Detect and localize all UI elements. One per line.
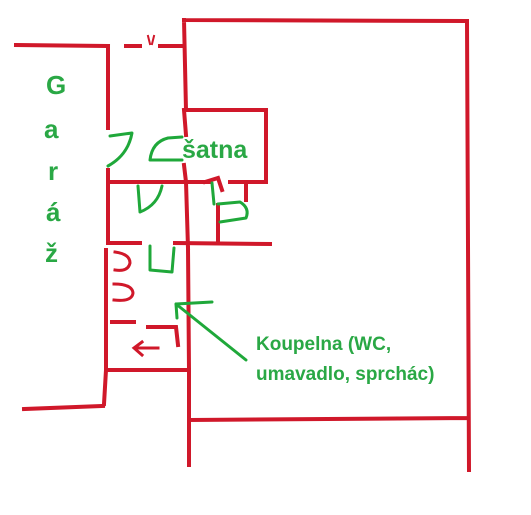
garage-letter-1: G <box>46 70 66 100</box>
door-swing-4 <box>210 181 249 224</box>
large-room-wall <box>181 17 472 473</box>
shower-arrow-symbol <box>131 339 160 358</box>
garage-letter-3: r <box>48 156 58 186</box>
door-swing-5 <box>148 244 176 274</box>
toilet-symbol <box>112 282 135 302</box>
door-swing-2 <box>148 135 184 162</box>
walls <box>13 17 472 473</box>
bathroom-partition <box>110 320 181 348</box>
garage-top-wall <box>13 42 186 49</box>
corridor-inner-wall <box>181 107 192 373</box>
bathroom-label-line1: Koupelna (WC, <box>256 334 391 355</box>
garage-label: G a r á ž <box>44 70 66 268</box>
fixtures <box>106 131 249 362</box>
bathroom-label-line2: umavadlo, sprchác) <box>256 364 434 385</box>
door-swing-3 <box>136 184 164 214</box>
satna-label: šatna <box>182 136 248 164</box>
corridor-left-wall <box>104 44 110 372</box>
door-swing-1 <box>106 131 134 168</box>
washbasin-symbol <box>113 250 132 272</box>
bathroom-walls <box>101 367 191 467</box>
garage-bottom-wall <box>21 403 106 412</box>
garage-letter-4: á <box>46 197 61 227</box>
entrance-door-marks <box>146 34 156 46</box>
satna-walls <box>106 108 268 251</box>
satna-bottom-wall <box>106 240 273 247</box>
bathroom-pointer-arrow <box>174 300 248 362</box>
garage-letter-2: a <box>44 114 59 144</box>
garage-letter-5: ž <box>45 238 58 268</box>
satna-door-jambs <box>202 175 248 242</box>
